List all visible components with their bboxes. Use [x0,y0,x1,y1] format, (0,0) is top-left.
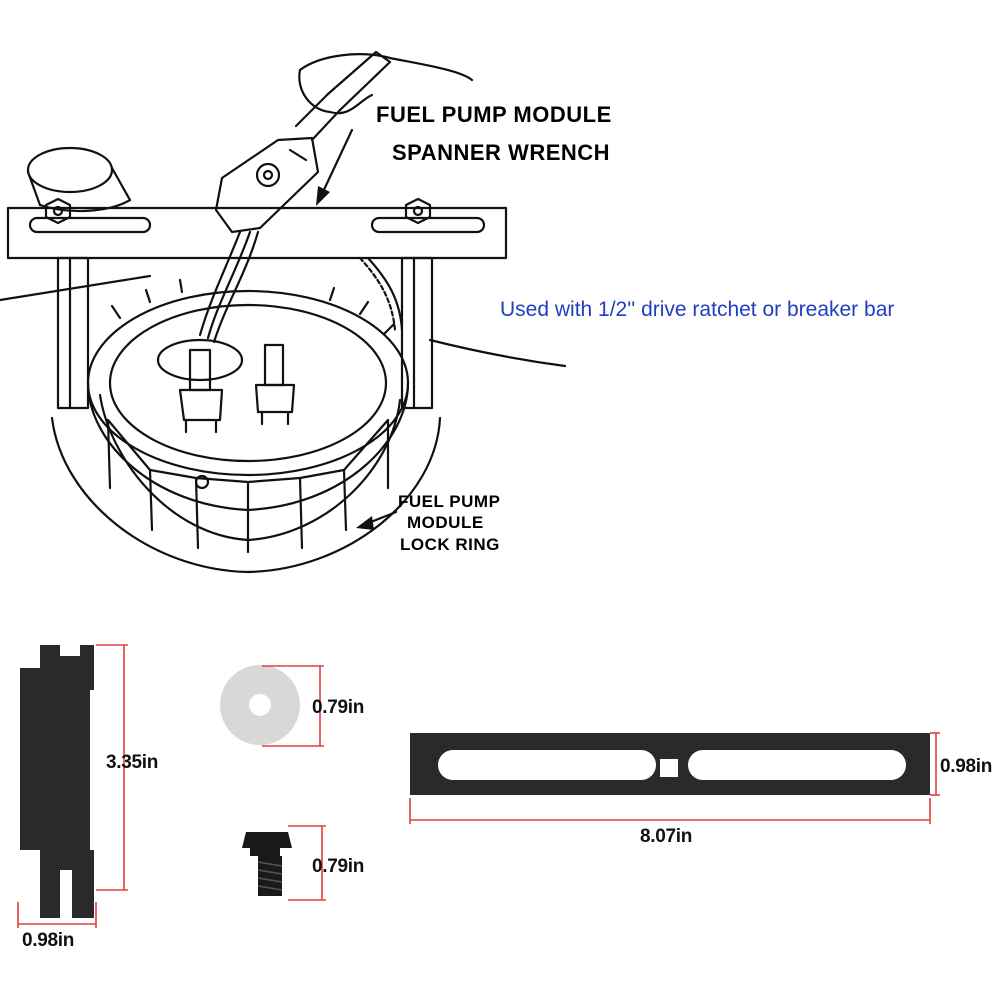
bar-length-label: 8.07in [640,826,693,847]
tool-plate-shape [20,645,94,918]
wrench-arrowhead [316,186,330,206]
wire-harness [198,230,404,344]
wrench-label-line2: SPANNER WRENCH [392,140,611,166]
spanner-bar-photo [410,733,930,795]
ring-label-line1: FUEL PUMP [398,492,501,511]
tank-surface-line [0,274,152,302]
module-connectors [178,343,296,434]
plate-width-label: 0.98in [22,930,75,951]
bar-height-label: 0.98in [940,756,993,777]
washer-shape [220,665,300,745]
spanner-bar [6,197,508,260]
lock-ring [50,381,442,574]
ratchet-handle [294,50,392,142]
washer-diameter-label: 0.79in [312,697,365,718]
ring-arrowhead [356,516,374,530]
bolt-shape [242,832,292,896]
spanner-legs [56,256,434,410]
ring-label-line2: MODULE [407,513,484,533]
module-top [86,278,410,477]
filler-neck [26,146,132,213]
plate-height-label: 3.35in [106,752,159,773]
wrench-label-line1: FUEL PUMP MODULE [376,102,612,127]
tank-surface-line-right [428,338,567,368]
usage-note: Used with 1/2'' drive ratchet or breaker… [500,298,895,321]
ring-label-line3: LOCK RING [400,534,500,554]
wrench-callout-arrow [320,128,354,196]
wrench-callout: FUEL PUMP MODULE SPANNER WRENCH [376,102,612,166]
lock-ring-callout: FUEL PUMP MODULE LOCK RING [398,491,500,555]
hand [298,53,474,115]
bolt-length-label: 0.79in [312,856,365,877]
ratchet-head [214,136,320,234]
